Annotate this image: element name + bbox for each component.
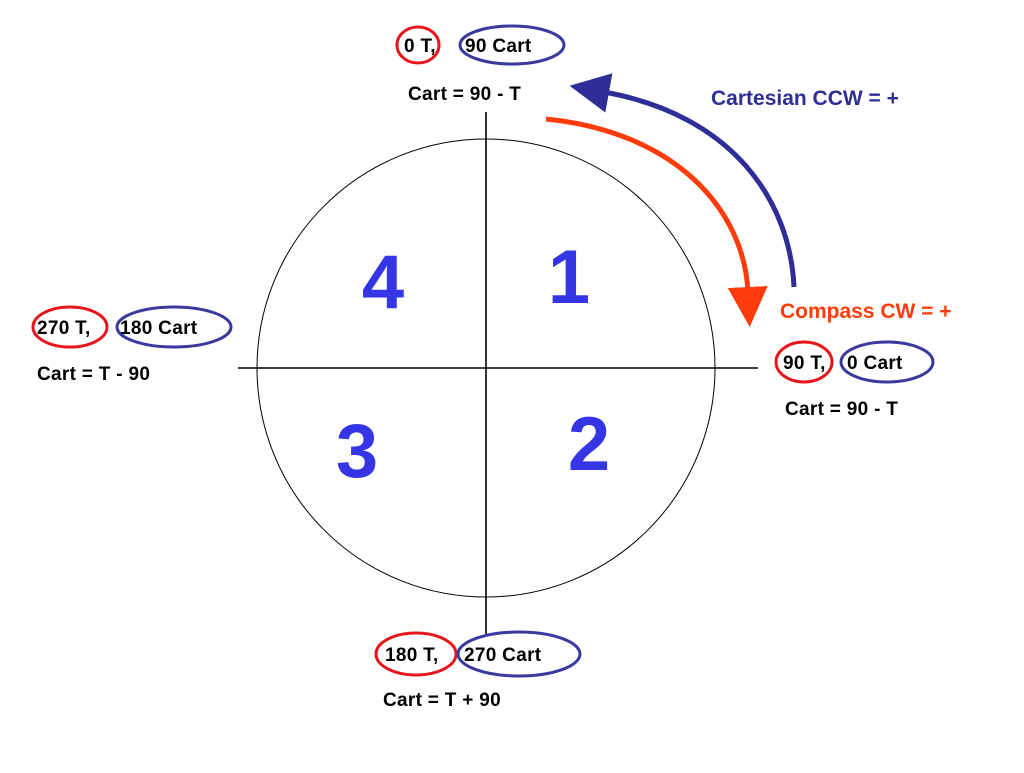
conversion-formula: Cart = 90 - T	[785, 399, 898, 420]
right-heading-label: 90 T, 0 Cart Cart = 90 - T	[774, 340, 935, 420]
true-heading-value: 180 T,	[385, 645, 439, 666]
quadrant-4-number: 4	[362, 240, 404, 325]
quadrant-1-number: 1	[548, 235, 590, 320]
conversion-formula: Cart = 90 - T	[408, 84, 521, 105]
compass-cw-label: Compass CW = +	[780, 300, 952, 323]
true-heading-ring	[395, 25, 441, 65]
true-heading-ring	[31, 305, 109, 349]
cartesian-angle-value: 0 Cart	[847, 353, 903, 374]
true-heading-value: 90 T,	[783, 353, 826, 374]
quadrant-3-number: 3	[336, 409, 378, 494]
top-heading-label: 0 T, 90 Cart Cart = 90 - T	[395, 24, 566, 105]
true-heading-ring	[774, 340, 834, 384]
cartesian-angle-ring	[839, 340, 935, 384]
cartesian-angle-ring	[458, 24, 566, 66]
conversion-formula: Cart = T + 90	[383, 690, 501, 711]
cartesian-angle-ring	[456, 630, 582, 678]
cw-arrow	[545, 116, 768, 327]
left-heading-label: 270 T, 180 Cart Cart = T - 90	[31, 305, 233, 385]
cartesian-angle-value: 180 Cart	[120, 318, 198, 339]
ccw-arrow	[569, 73, 797, 288]
cartesian-ccw-label: Cartesian CCW = +	[711, 87, 899, 110]
true-heading-value: 270 T,	[37, 318, 91, 339]
cartesian-angle-value: 90 Cart	[465, 36, 532, 57]
cartesian-angle-ring	[115, 305, 233, 349]
true-heading-ring	[374, 631, 458, 677]
bottom-heading-label: 180 T, 270 Cart Cart = T + 90	[374, 630, 582, 711]
cartesian-angle-value: 270 Cart	[464, 645, 542, 666]
quadrant-2-number: 2	[568, 402, 610, 487]
true-heading-value: 0 T,	[404, 36, 436, 57]
conversion-formula: Cart = T - 90	[37, 364, 150, 385]
